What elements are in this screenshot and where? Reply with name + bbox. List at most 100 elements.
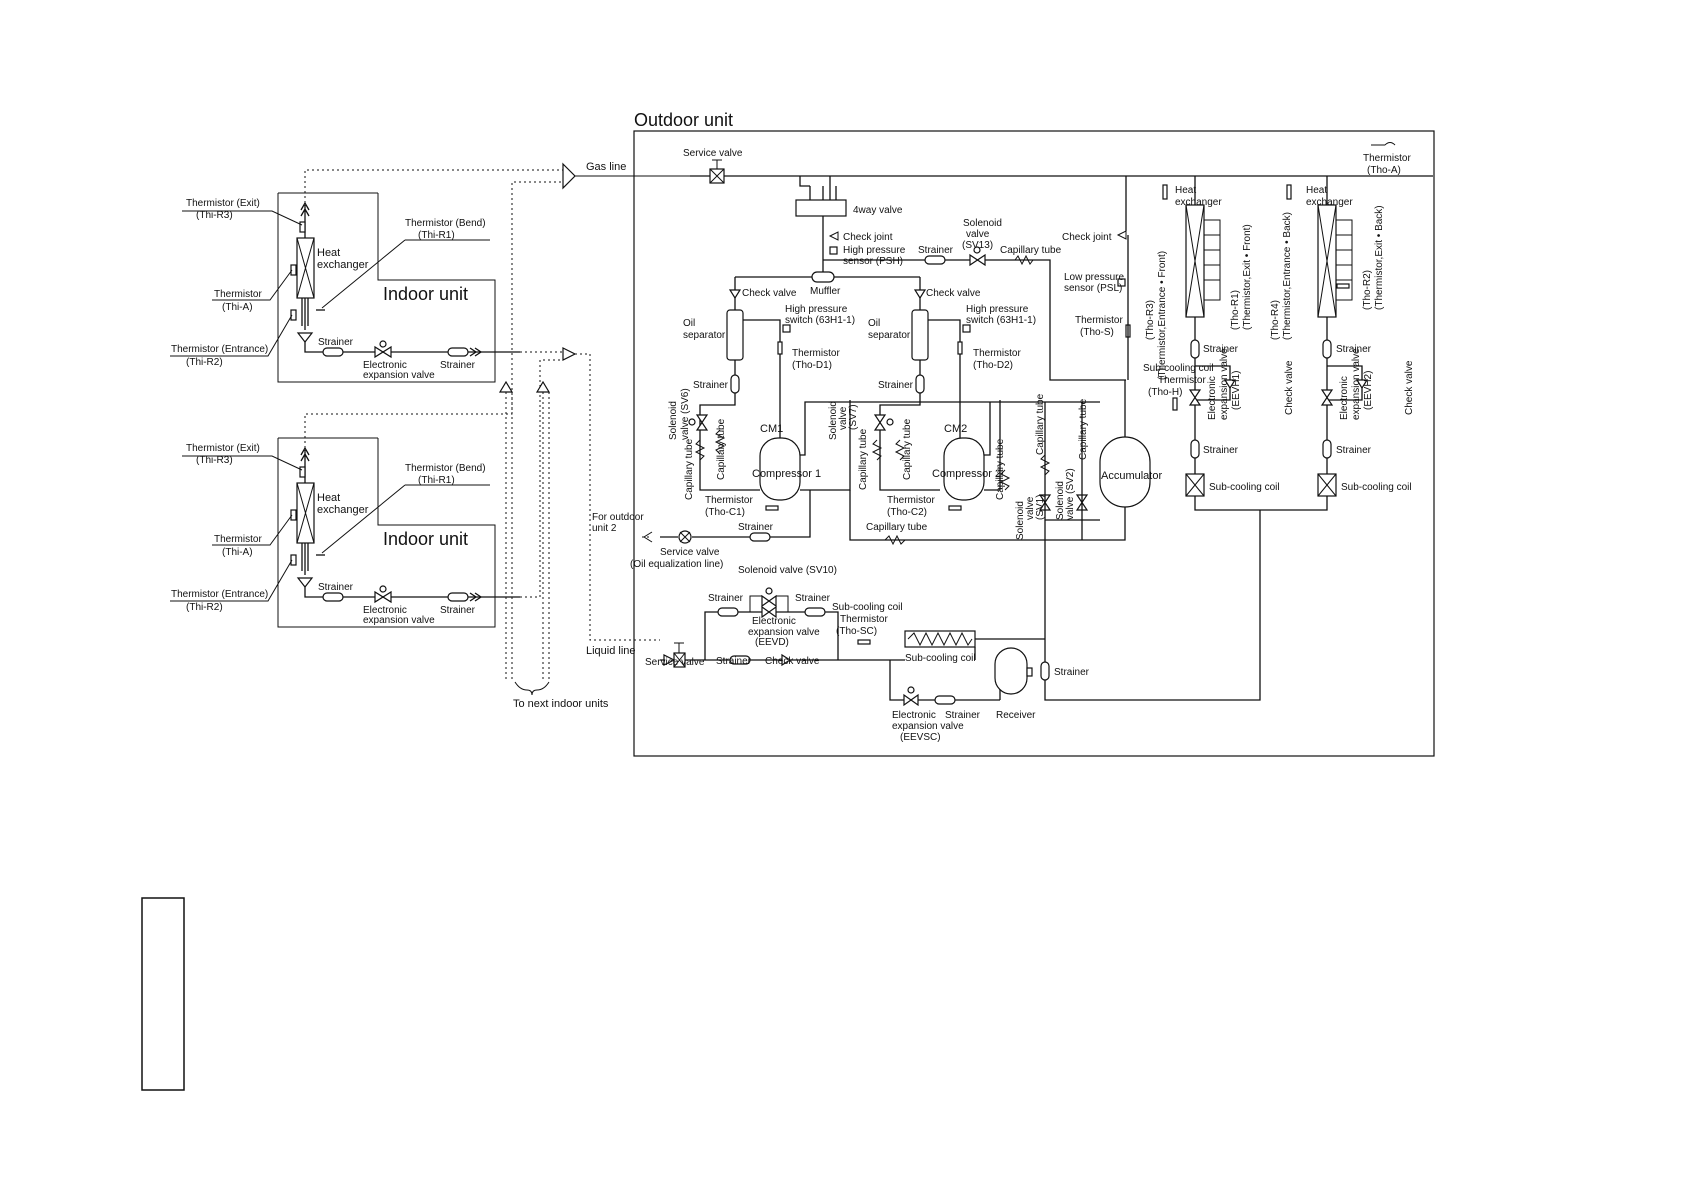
indoor-eev-2: [374, 590, 392, 604]
svg-text:Thermistor (Exit): Thermistor (Exit): [186, 198, 260, 209]
svg-text:Solenoid valve (SV10): Solenoid valve (SV10): [738, 565, 837, 576]
svg-text:(Thi-R3): (Thi-R3): [196, 455, 233, 466]
outdoor-piping: Service valve 4way valve Check joint Hig…: [630, 142, 1433, 743]
svg-text:Electronic: Electronic: [1207, 376, 1218, 420]
indoor-unit-2: Indoor unit Heat exchanger Strainer Elec…: [170, 437, 520, 628]
svg-text:Strainer: Strainer: [1203, 344, 1239, 355]
svg-text:Check valve: Check valve: [765, 656, 820, 667]
receiver: [994, 647, 1028, 695]
outdoor-unit-frame: [633, 130, 1435, 757]
svg-text:Strainer: Strainer: [1054, 667, 1090, 678]
svg-text:Thermistor: Thermistor: [887, 495, 935, 506]
svg-text:(Thermistor,Exit • Front): (Thermistor,Exit • Front): [1242, 224, 1253, 330]
svg-text:Capillary tube: Capillary tube: [858, 428, 869, 490]
svg-text:For outdoor: For outdoor: [592, 512, 644, 523]
svg-text:Capillary tube: Capillary tube: [1000, 245, 1062, 256]
svg-text:Check joint: Check joint: [1062, 232, 1112, 243]
muffler: [811, 271, 835, 283]
svg-text:Strainer: Strainer: [318, 337, 354, 348]
svg-text:expansion valve: expansion valve: [1351, 348, 1362, 420]
svg-text:Service valve: Service valve: [645, 657, 705, 668]
svg-text:Strainer: Strainer: [716, 656, 752, 667]
svg-text:Low pressure: Low pressure: [1064, 272, 1124, 283]
svg-text:(Thi-R1): (Thi-R1): [418, 475, 455, 486]
svg-text:Thermistor: Thermistor: [840, 614, 888, 625]
svg-text:Thermistor: Thermistor: [705, 495, 753, 506]
gas-line-label: Gas line: [586, 161, 626, 173]
svg-text:switch (63H1-1): switch (63H1-1): [785, 315, 855, 326]
svg-text:Thermistor: Thermistor: [1363, 153, 1411, 164]
field-piping: Gas line To next indoor units Liquid lin…: [304, 161, 690, 710]
svg-text:(Tho-D2): (Tho-D2): [973, 360, 1013, 371]
svg-text:valve (SV2): valve (SV2): [1065, 468, 1076, 520]
indoor-eev-1: [374, 345, 392, 359]
outdoor-unit-title: Outdoor unit: [634, 110, 733, 130]
svg-text:Thermistor (Exit): Thermistor (Exit): [186, 443, 260, 454]
svg-text:Strainer: Strainer: [1203, 445, 1239, 456]
four-way-valve: [795, 199, 847, 217]
svg-text:(Thermistor,Entrance • Back): (Thermistor,Entrance • Back): [1282, 212, 1293, 340]
solenoid-valve-sv7: [873, 414, 887, 431]
svg-text:Oil: Oil: [868, 318, 880, 329]
svg-text:Thermistor: Thermistor: [214, 289, 262, 300]
svg-text:Heat: Heat: [1306, 185, 1327, 196]
svg-text:unit 2: unit 2: [592, 523, 617, 534]
to-next-indoor-units: To next indoor units: [513, 698, 609, 710]
svg-text:Muffler: Muffler: [810, 286, 841, 297]
svg-text:Strainer: Strainer: [1336, 344, 1372, 355]
oil-separator-2: [911, 309, 929, 361]
svg-text:valve (SV6): valve (SV6): [680, 388, 691, 440]
svg-text:(Tho-R2): (Tho-R2): [1362, 270, 1373, 310]
svg-text:Solenoid: Solenoid: [1015, 501, 1026, 540]
svg-text:expansion valve: expansion valve: [363, 370, 435, 381]
svg-text:Strainer: Strainer: [795, 593, 831, 604]
svg-text:separator: separator: [683, 330, 726, 341]
svg-text:Accumulator: Accumulator: [1101, 470, 1162, 482]
svg-text:(Tho-S): (Tho-S): [1080, 327, 1114, 338]
svg-text:(Tho-SC): (Tho-SC): [836, 626, 877, 637]
solenoid-valve-sv13: [969, 253, 986, 267]
indoor-unit-1: Indoor unit Heat exchanger Strainer Elec…: [170, 192, 520, 383]
svg-text:Sub-cooling coil: Sub-cooling coil: [1143, 363, 1214, 374]
svg-text:CM2: CM2: [944, 423, 967, 435]
svg-text:exchanger: exchanger: [317, 504, 369, 516]
svg-text:Heat: Heat: [317, 492, 340, 504]
svg-text:sensor (PSL): sensor (PSL): [1064, 283, 1122, 294]
svg-text:Strainer: Strainer: [440, 360, 476, 371]
svg-text:Heat: Heat: [317, 247, 340, 259]
svg-text:Solenoid: Solenoid: [828, 401, 839, 440]
svg-text:High pressure: High pressure: [966, 304, 1029, 315]
svg-text:(EEVSC): (EEVSC): [900, 732, 941, 743]
svg-text:(Thi-R2): (Thi-R2): [186, 357, 223, 368]
svg-text:valve: valve: [1025, 496, 1036, 520]
svg-text:CM1: CM1: [760, 423, 783, 435]
eev-h1: [1188, 389, 1202, 406]
svg-text:Compressor 1: Compressor 1: [752, 468, 821, 480]
svg-text:expansion valve: expansion valve: [892, 721, 964, 732]
svg-text:Capillary tube: Capillary tube: [995, 438, 1006, 500]
svg-text:Electronic: Electronic: [752, 616, 796, 627]
svg-text:Strainer: Strainer: [878, 380, 914, 391]
svg-text:High pressure: High pressure: [785, 304, 848, 315]
svg-text:(Tho-C1): (Tho-C1): [705, 507, 745, 518]
compressor-2: [943, 437, 985, 501]
indoor-strainer-1a: [322, 347, 344, 357]
svg-text:(Thermistor,Entrance • Front): (Thermistor,Entrance • Front): [1157, 251, 1168, 380]
svg-text:Capillary tube: Capillary tube: [1035, 393, 1046, 455]
svg-text:Capillary tube: Capillary tube: [716, 418, 727, 480]
svg-text:Receiver: Receiver: [996, 710, 1036, 721]
svg-text:(SV13): (SV13): [962, 240, 993, 251]
service-valve-liquid: [663, 654, 676, 666]
svg-text:(Thi-R2): (Thi-R2): [186, 602, 223, 613]
svg-text:(Thermistor,Exit • Back): (Thermistor,Exit • Back): [1374, 205, 1385, 310]
svg-text:(Tho-R4): (Tho-R4): [1270, 300, 1281, 340]
svg-text:(Thi-A): (Thi-A): [222, 302, 253, 313]
svg-text:Thermistor: Thermistor: [1158, 375, 1206, 386]
eevsc: [903, 693, 919, 707]
svg-text:exchanger: exchanger: [317, 259, 369, 271]
svg-text:Check valve: Check valve: [926, 288, 981, 299]
svg-text:(EEVH1): (EEVH1): [1231, 371, 1242, 410]
svg-text:exchanger: exchanger: [1175, 197, 1222, 208]
svg-text:(Thi-R1): (Thi-R1): [418, 230, 455, 241]
